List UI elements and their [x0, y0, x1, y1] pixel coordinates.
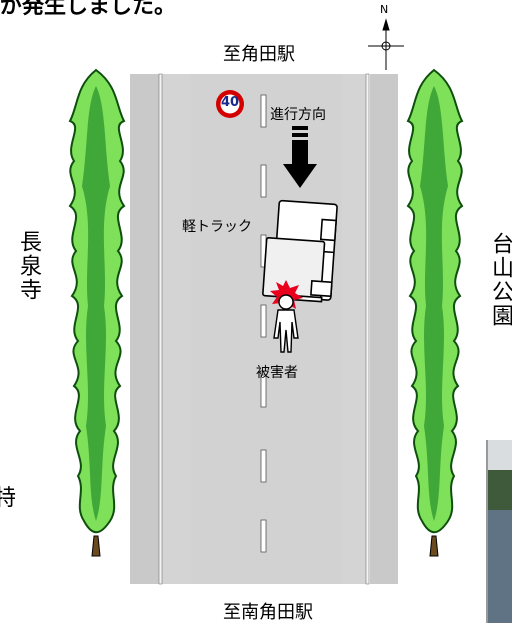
side-label-left-cut: 特 — [0, 486, 17, 511]
edge-line-right — [365, 73, 370, 585]
direction-arrow-icon — [283, 126, 317, 188]
direction-label: 進行方向 — [270, 107, 326, 123]
road-right-lane-strip — [342, 74, 368, 584]
speed-limit-sign — [216, 90, 244, 118]
vehicle-label: 軽トラック — [182, 219, 252, 235]
speed-sign-value: 40 — [220, 95, 240, 110]
tree-row-right — [406, 68, 464, 557]
destination-bottom: 至南角田駅 — [223, 602, 313, 623]
tree-row-left — [68, 68, 126, 557]
partial-photo — [486, 440, 512, 623]
victim-figure — [273, 294, 299, 353]
header-fragment: が発生しました。 — [0, 0, 177, 19]
compass-north-label: N — [380, 3, 389, 16]
road-right-shoulder — [370, 74, 398, 584]
edge-line-left — [158, 73, 163, 585]
side-label-left: 長泉寺 — [16, 230, 41, 302]
destination-top: 至角田駅 — [223, 44, 295, 65]
side-label-right: 台山公園 — [488, 232, 512, 328]
road-left-shoulder — [130, 74, 160, 584]
victim-label: 被害者 — [256, 365, 298, 381]
compass-icon — [368, 18, 404, 70]
center-dashed-line — [260, 94, 267, 553]
road-left-lane-strip — [162, 74, 190, 584]
